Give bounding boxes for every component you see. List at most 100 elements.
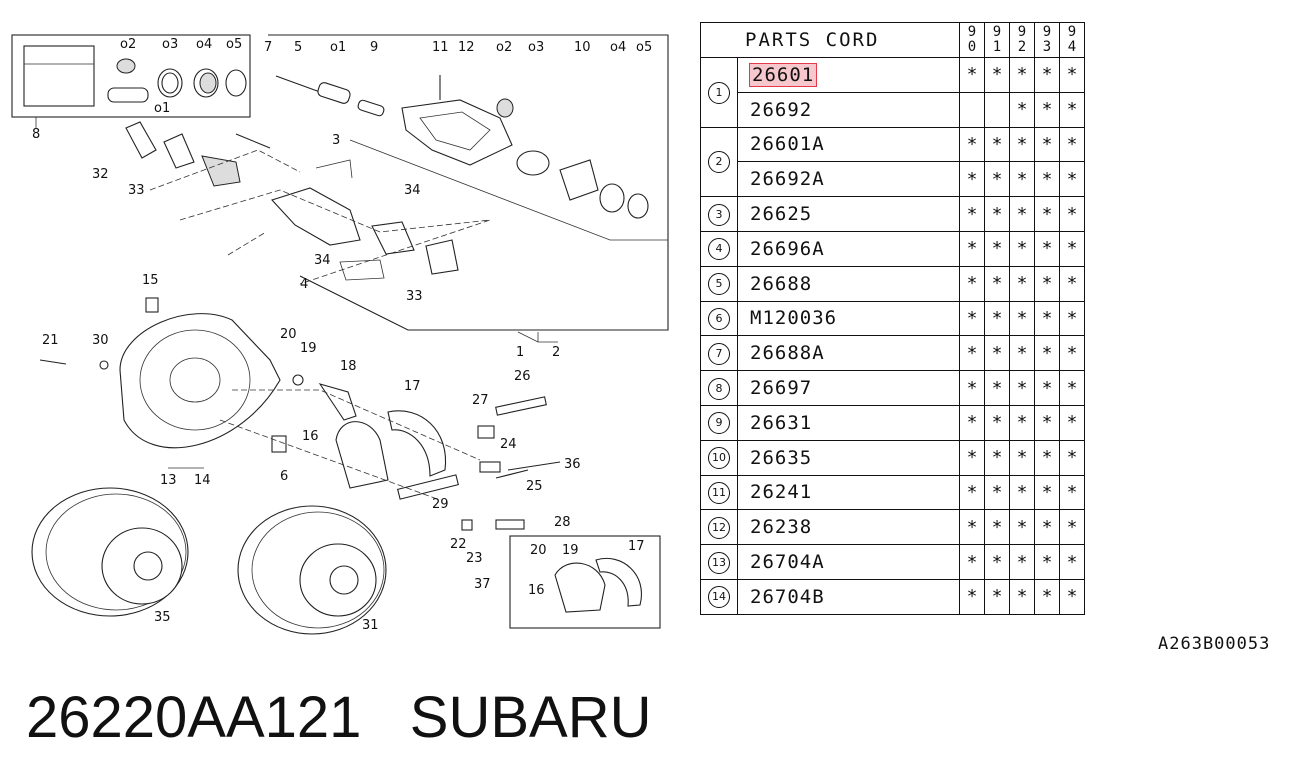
ref-cell: 10 bbox=[700, 439, 738, 476]
callout-label: 10 bbox=[574, 40, 591, 55]
year-mark: * bbox=[984, 544, 1010, 580]
callout-label: 16 bbox=[528, 583, 545, 598]
callout-label: o1 bbox=[330, 40, 346, 55]
year-mark: * bbox=[1009, 126, 1035, 163]
year-mark: * bbox=[959, 57, 985, 93]
year-mark: * bbox=[959, 370, 985, 406]
callout-label: o2 bbox=[120, 37, 136, 52]
callout-label: 18 bbox=[340, 359, 357, 374]
year-mark: * bbox=[1034, 439, 1060, 476]
ref-cell: 13 bbox=[700, 544, 738, 580]
callout-label: 32 bbox=[92, 167, 109, 182]
ref-number: 14 bbox=[708, 586, 730, 609]
year-mark: * bbox=[959, 404, 985, 441]
year-mark: * bbox=[984, 300, 1010, 337]
footer-title: 26220AA121 SUBARU bbox=[26, 684, 652, 751]
ref-number: 13 bbox=[708, 551, 730, 574]
year-mark: * bbox=[1059, 230, 1085, 267]
callout-label: o5 bbox=[226, 37, 242, 52]
part-code-cell: 26625 bbox=[737, 196, 960, 232]
year-mark: * bbox=[1059, 439, 1085, 476]
year-mark: * bbox=[1009, 474, 1035, 511]
part-code: 26704B bbox=[750, 585, 825, 608]
year-mark: * bbox=[1009, 300, 1035, 337]
year-mark: * bbox=[984, 230, 1010, 267]
year-mark: * bbox=[1034, 578, 1060, 615]
year-mark: * bbox=[1009, 370, 1035, 406]
callout-label: 4 bbox=[300, 277, 308, 292]
brand-name: SUBARU bbox=[409, 685, 652, 750]
year-mark: * bbox=[959, 300, 985, 337]
callout-label: 12 bbox=[458, 40, 475, 55]
part-number: 26220AA121 bbox=[26, 685, 362, 750]
ref-number: 11 bbox=[708, 481, 730, 504]
part-code-cell: 26692 bbox=[737, 91, 960, 128]
ref-number: 6 bbox=[708, 307, 730, 330]
year-mark: * bbox=[1059, 509, 1085, 546]
ref-number: 10 bbox=[708, 447, 730, 470]
callout-label: 34 bbox=[404, 183, 421, 198]
callout-label: 3 bbox=[332, 133, 340, 148]
callout-label: 17 bbox=[404, 379, 421, 394]
year-mark: * bbox=[1009, 265, 1035, 302]
part-code-cell: 26688A bbox=[737, 335, 960, 372]
year-mark: * bbox=[959, 439, 985, 476]
callout-label: 1 bbox=[516, 345, 524, 360]
table-row: 26692A***** bbox=[701, 161, 1085, 198]
part-code: M120036 bbox=[750, 307, 838, 330]
ref-number: 2 bbox=[708, 151, 730, 174]
part-code-cell: 26704B bbox=[737, 578, 960, 615]
ref-cell: 3 bbox=[700, 196, 738, 232]
part-code: 26688 bbox=[750, 272, 813, 295]
callout-label: 17 bbox=[628, 539, 645, 554]
ref-number: 3 bbox=[708, 203, 730, 226]
year-mark: * bbox=[1034, 544, 1060, 580]
year-mark: * bbox=[959, 509, 985, 546]
year-mark: * bbox=[1009, 439, 1035, 476]
brake-rotors bbox=[31, 487, 387, 635]
callout-label: 26 bbox=[514, 369, 531, 384]
callout-label: 19 bbox=[562, 543, 579, 558]
part-code-cell: 26688 bbox=[737, 265, 960, 302]
year-mark bbox=[984, 91, 1010, 128]
year-mark: * bbox=[984, 474, 1010, 511]
caliper-frame bbox=[125, 34, 669, 343]
year-mark: * bbox=[984, 439, 1010, 476]
part-code: 26692A bbox=[750, 168, 825, 191]
ref-cell: 11 bbox=[700, 474, 738, 511]
year-mark: * bbox=[984, 335, 1010, 372]
year-mark: * bbox=[984, 196, 1010, 232]
part-code-cell: M120036 bbox=[737, 300, 960, 337]
year-mark: * bbox=[1059, 57, 1085, 93]
drum-brake-assembly bbox=[39, 297, 661, 629]
year-mark: * bbox=[984, 126, 1010, 163]
year-mark: * bbox=[959, 544, 985, 580]
year-mark: * bbox=[1034, 335, 1060, 372]
part-code-cell: 26241 bbox=[737, 474, 960, 511]
callout-label: 25 bbox=[526, 479, 543, 494]
callout-label: 22 bbox=[450, 537, 467, 552]
year-mark: * bbox=[1034, 509, 1060, 546]
year-mark: * bbox=[1009, 57, 1035, 93]
year-mark: * bbox=[1009, 230, 1035, 267]
year-mark: * bbox=[959, 335, 985, 372]
callout-label: 15 bbox=[142, 273, 159, 288]
year-mark: * bbox=[959, 474, 985, 511]
year-mark: * bbox=[1009, 196, 1035, 232]
year-mark: * bbox=[1034, 91, 1060, 128]
part-code-cell: 26635 bbox=[737, 439, 960, 476]
